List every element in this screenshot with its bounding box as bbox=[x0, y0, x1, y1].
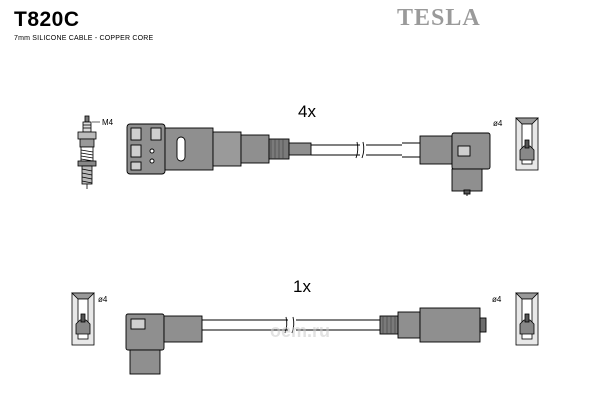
spark-plug-icon bbox=[77, 115, 97, 189]
cable-bottom bbox=[202, 316, 380, 334]
quantity-bottom: 1x bbox=[293, 277, 311, 296]
part-code: T820C bbox=[14, 8, 80, 31]
plug-boot-straight-bottom bbox=[379, 307, 487, 343]
watermark: oem.ru bbox=[270, 321, 330, 341]
plug-boot-straight bbox=[126, 123, 312, 175]
coil-terminal-icon-top bbox=[515, 117, 539, 171]
pin-diameter-top: ø4 bbox=[493, 119, 503, 128]
coil-terminal-icon-bottom-left bbox=[71, 292, 95, 346]
brand-logo: TESLA bbox=[397, 5, 481, 31]
pin-diameter-bottom-left: ø4 bbox=[98, 295, 108, 304]
cable-spec: 7mm SILICONE CABLE - COPPER CORE bbox=[14, 35, 154, 42]
cable-top bbox=[311, 141, 420, 159]
coil-boot-angled-bottom bbox=[125, 313, 203, 375]
quantity-top: 4x bbox=[298, 102, 316, 121]
thread-label: M4 bbox=[102, 118, 114, 127]
coil-terminal-icon-bottom-right bbox=[515, 292, 539, 346]
pin-diameter-bottom-right: ø4 bbox=[492, 295, 502, 304]
coil-boot-angled-top bbox=[419, 132, 491, 196]
